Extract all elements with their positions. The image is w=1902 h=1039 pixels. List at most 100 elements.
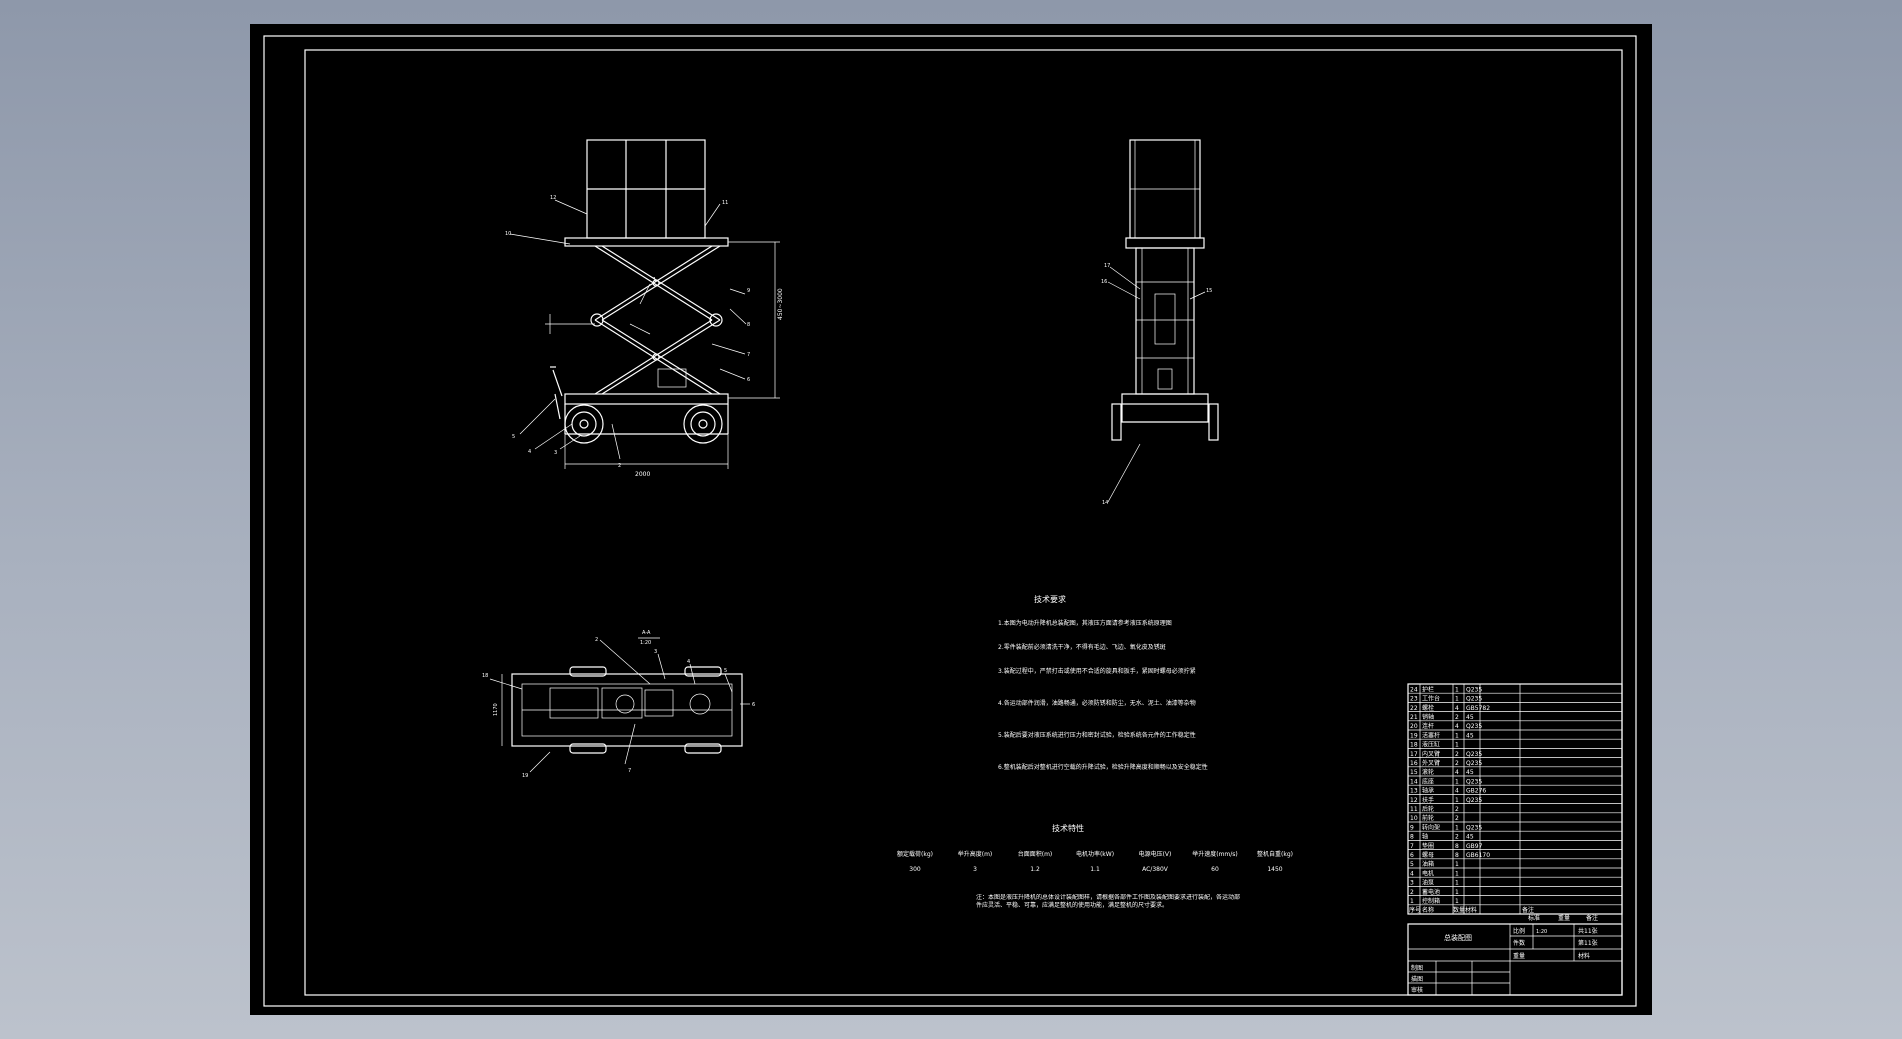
part-label: 3 <box>654 649 657 655</box>
spec-value: 60 <box>1211 866 1219 873</box>
bom-cell: 2 <box>1455 834 1459 841</box>
bom-cell: 电机 <box>1422 869 1434 877</box>
note-text: 注：本图是液压升降机的总体设计装配图样，请根据各部件工作图及装配图要求进行装配，… <box>976 894 1241 909</box>
bom-cell: 1 <box>1455 898 1459 905</box>
bom-cell: Q235 <box>1466 696 1482 703</box>
part-label: 5 <box>512 434 515 440</box>
bom-cell: 工作台 <box>1422 695 1440 703</box>
scale-value: 1:20 <box>1536 929 1547 935</box>
tech-requirement-item: 2.零件装配前必须清洗干净，不得有毛边、飞边、氧化皮及锈斑 <box>998 643 1166 651</box>
sheet-number: 第11张 <box>1578 939 1598 947</box>
bom-cell: Q235 <box>1466 751 1482 758</box>
material-label: 材料 <box>1578 952 1590 960</box>
bom-cell: 2 <box>1455 751 1459 758</box>
part-label: 8 <box>747 322 750 328</box>
spec-value: 1.2 <box>1030 866 1040 873</box>
bom-cell: 转向架 <box>1422 823 1440 831</box>
bom-cell: 油箱 <box>1422 860 1434 868</box>
qty-label: 件数 <box>1513 939 1525 947</box>
bom-cell: 2 <box>1410 889 1414 896</box>
bom-cell: GB5782 <box>1466 705 1490 712</box>
width-dimension: 1170 <box>493 703 499 716</box>
tech-requirements-title: 技术要求 <box>1034 594 1066 604</box>
bom-cell: 螺母 <box>1422 851 1434 859</box>
sheet-total: 共11张 <box>1578 927 1598 935</box>
bom-cell: 4 <box>1410 870 1414 877</box>
bom-cell: 14 <box>1410 778 1418 785</box>
tech-specs-title: 技术特性 <box>1052 823 1084 833</box>
section-label: A-A <box>642 630 651 636</box>
base-frame-side <box>1121 393 1209 405</box>
bom-cell: 2 <box>1455 806 1459 813</box>
weight-label: 重量 <box>1513 952 1525 960</box>
bom-header-cell: 备注 <box>1522 906 1534 914</box>
bom-cell: 5 <box>1410 861 1414 868</box>
bom-cell: 垫圈 <box>1422 842 1434 850</box>
checked-label: 描图 <box>1411 975 1423 983</box>
bom-cell: 轴 <box>1422 833 1428 841</box>
note-block: 注：本图是液压升降机的总体设计装配图样，请根据各部件工作图及装配图要求进行装配，… <box>976 894 1241 909</box>
bom-cell: 1 <box>1410 898 1414 905</box>
part-label: 3 <box>554 450 557 456</box>
spec-header: 台面面积(m) <box>1018 850 1053 858</box>
bom-cell: 内叉臂 <box>1422 750 1440 758</box>
section-scale: 1:20 <box>640 640 651 646</box>
spec-value: 1450 <box>1267 866 1282 873</box>
wheel-top <box>684 743 722 754</box>
part-label: 9 <box>747 288 750 294</box>
spec-header: 额定载荷(kg) <box>897 850 933 858</box>
wt-label: 重量 <box>1558 914 1570 922</box>
approved-label: 审核 <box>1411 986 1423 994</box>
bom-cell: 1 <box>1455 824 1459 831</box>
scissor-side <box>1135 247 1195 395</box>
inner-border <box>304 49 1623 996</box>
bom-cell: 1 <box>1455 686 1459 693</box>
bom-cell: GB97 <box>1466 843 1483 850</box>
tech-requirements: 技术要求 1.本图为电动升降机总装配图，其液压方面请参考液压系统原理图 2.零件… <box>998 594 1208 771</box>
part-label: 7 <box>628 768 631 774</box>
bom-cell: 9 <box>1410 824 1414 831</box>
bom-header-cell: 材料 <box>1465 906 1477 914</box>
part-label: 19 <box>522 773 528 779</box>
bom-cell: 11 <box>1410 806 1418 813</box>
scale-label: 比例 <box>1513 927 1525 935</box>
part-label: 4 <box>528 449 531 455</box>
bom-cell: 19 <box>1410 732 1418 739</box>
bom-cell: GB6170 <box>1466 852 1490 859</box>
bom-cell: 1 <box>1455 696 1459 703</box>
bom-cell: 3 <box>1410 880 1414 887</box>
bom-cell: 12 <box>1410 797 1418 804</box>
part-label: 14 <box>1102 500 1108 506</box>
bom-cell: 2 <box>1455 714 1459 721</box>
bom-cell: 24 <box>1410 686 1418 693</box>
part-label: 6 <box>747 377 750 383</box>
part-label: 12 <box>550 195 556 201</box>
bom-cell: 轴承 <box>1422 787 1434 795</box>
bom-cell: 连杆 <box>1422 722 1434 730</box>
part-label: 4 <box>687 659 690 665</box>
bom-header-cell: 数量 <box>1453 906 1465 914</box>
drawing-name: 总装配图 <box>1444 933 1472 942</box>
part-label: 5 <box>724 668 727 674</box>
bom-cell: 蓄电池 <box>1422 888 1440 896</box>
spec-value: 1.1 <box>1090 866 1100 873</box>
bom-cell: 1 <box>1455 889 1459 896</box>
bom-cell: 1 <box>1455 742 1459 749</box>
tech-requirement-item: 4.各运动部件润滑，油路畅通，必须防锈和防尘，无水、泥土、油漆等杂物 <box>998 699 1196 707</box>
spec-value: 300 <box>909 866 921 873</box>
bom-cell: 前轮 <box>1422 814 1434 822</box>
tech-specs: 技术特性 额定载荷(kg) 举升高度(m) 台面面积(m) 电机功率(kW) 电… <box>897 823 1293 873</box>
bom-cell: 1 <box>1455 870 1459 877</box>
wheel-side-right <box>1208 403 1219 441</box>
spec-header: 整机自重(kg) <box>1257 850 1293 858</box>
bom-cell: Q235 <box>1466 686 1482 693</box>
bom-cell: 45 <box>1466 732 1474 739</box>
platform-front <box>564 237 729 247</box>
part-label: 11 <box>722 200 728 206</box>
bom-cell: 21 <box>1410 714 1418 721</box>
bom-cell: 1 <box>1455 861 1459 868</box>
side-view: 17 16 15 14 <box>1101 139 1219 506</box>
bom-cell: 液压缸 <box>1422 741 1440 749</box>
part-label: 17 <box>1104 263 1110 269</box>
